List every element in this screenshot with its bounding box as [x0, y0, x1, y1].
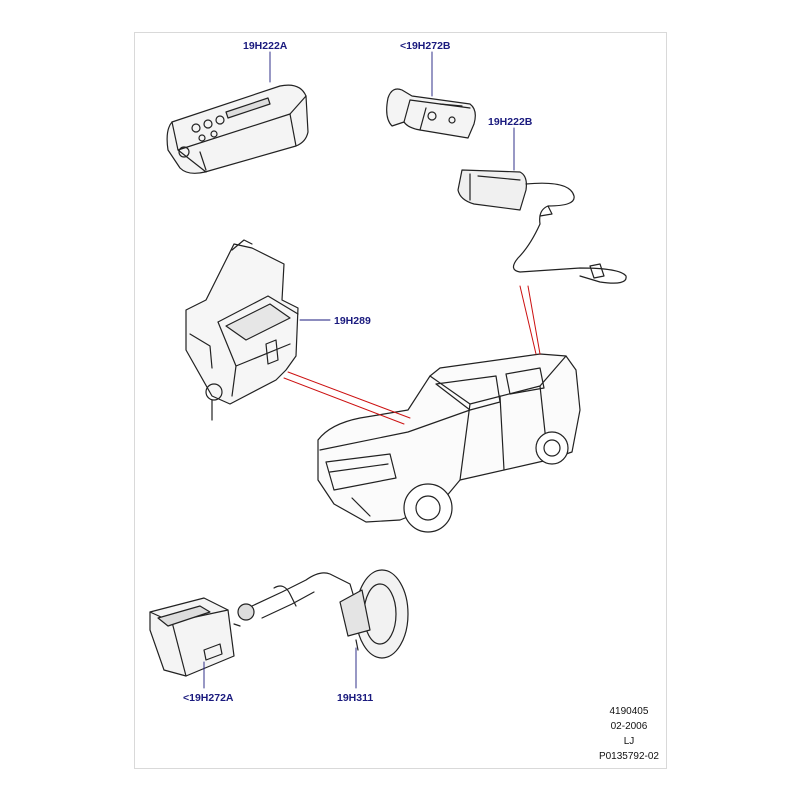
catalog-reference: P0135792-02 [598, 751, 659, 762]
part-19H272B-drawing [386, 88, 476, 139]
illustration-number: 4190405 [609, 706, 649, 717]
part-19H311-drawing [237, 569, 409, 659]
part-label-19H311[interactable]: 19H311 [337, 692, 374, 704]
part-label-19H222A[interactable]: 19H222A [243, 40, 288, 52]
part-19H289-drawing [185, 239, 299, 421]
part-label-19H289[interactable]: 19H289 [334, 315, 371, 327]
leader-lines [203, 51, 515, 689]
part-label-19H272B[interactable]: <19H272B [400, 40, 451, 52]
part-label-19H222B[interactable]: 19H222B [488, 116, 533, 128]
illustration-date: 02-2006 [610, 721, 648, 732]
diagram-reference-block: 4190405 02-2006 LJ P0135792-02 [599, 704, 659, 764]
part-19H272A-drawing [149, 597, 241, 677]
red-leader-lines [283, 285, 541, 425]
region-code: LJ [623, 736, 635, 747]
part-19H222B-drawing [457, 169, 627, 284]
part-19H222A-drawing [166, 84, 309, 174]
part-label-19H272A[interactable]: <19H272A [183, 692, 234, 704]
vehicle-drawing [317, 353, 581, 533]
